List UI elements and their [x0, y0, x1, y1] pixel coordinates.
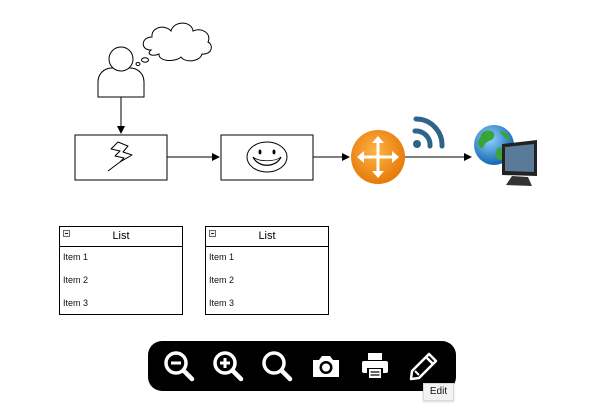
camera-icon[interactable]: [310, 350, 342, 382]
user-icon[interactable]: [97, 46, 145, 98]
zoom-out-icon[interactable]: [163, 350, 195, 382]
print-icon[interactable]: [359, 350, 391, 382]
list-header: List: [60, 227, 182, 247]
list-container-2[interactable]: List Item 1 Item 2 Item 3: [205, 226, 329, 315]
list-item[interactable]: Item 2: [209, 275, 235, 285]
smiley-process-box[interactable]: [220, 134, 314, 181]
list-item[interactable]: Item 1: [209, 252, 235, 262]
list-item[interactable]: Item 3: [63, 298, 89, 308]
collapse-icon[interactable]: [209, 230, 216, 237]
list-item[interactable]: Item 3: [209, 298, 235, 308]
smiley-icon: [246, 141, 288, 173]
edit-tooltip: Edit: [423, 383, 454, 401]
zoom-in-icon[interactable]: [212, 350, 244, 382]
lightning-icon: [107, 141, 133, 172]
zoom-fit-icon[interactable]: [261, 350, 293, 382]
collapse-icon[interactable]: [63, 230, 70, 237]
list-title: List: [258, 230, 276, 242]
viewer-toolbar: [148, 341, 456, 391]
router-icon[interactable]: [351, 130, 405, 184]
list-title: List: [112, 230, 130, 242]
wifi-icon[interactable]: [412, 116, 445, 149]
list-item[interactable]: Item 1: [63, 252, 89, 262]
list-header: List: [206, 227, 328, 247]
monitor-icon: [502, 140, 537, 186]
lightning-process-box[interactable]: [74, 134, 168, 181]
list-item[interactable]: Item 2: [63, 275, 89, 285]
internet-computer-icon[interactable]: [474, 125, 537, 186]
thought-cloud-icon[interactable]: [135, 22, 212, 66]
pencil-icon[interactable]: [408, 350, 440, 382]
list-container-1[interactable]: List Item 1 Item 2 Item 3: [59, 226, 183, 315]
